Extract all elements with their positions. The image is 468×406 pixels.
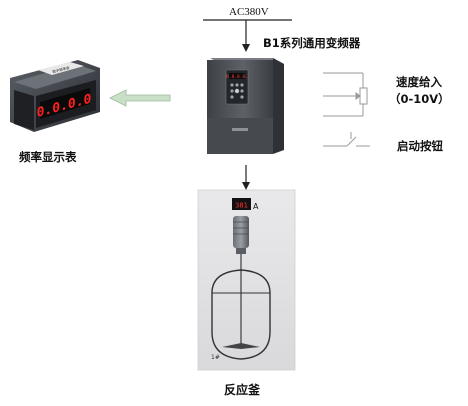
wiper-arrow-icon xyxy=(355,92,361,100)
meter-nameplate xyxy=(38,62,84,75)
ammeter-unit: A xyxy=(253,202,259,211)
start-button-label: 启动按钮 xyxy=(397,139,443,153)
inverter-display xyxy=(229,73,245,79)
keypad-key xyxy=(240,95,244,99)
reactor-label: 反应釜 xyxy=(224,383,261,397)
down-arrow-icon xyxy=(242,44,250,52)
frequency-meter-label: 频率显示表 xyxy=(19,150,77,164)
power-supply-connector xyxy=(203,19,292,52)
motor-icon xyxy=(233,216,249,248)
left-arrow-icon xyxy=(109,89,171,107)
inverter-to-reactor-connector xyxy=(242,165,250,190)
keypad-key xyxy=(230,95,234,99)
impeller-blade xyxy=(241,343,260,349)
meter-nameplate-text: 数字频率表 xyxy=(52,65,71,74)
speed-input-label: 速度给入 xyxy=(396,75,442,89)
inverter-to-meter-arrow xyxy=(109,89,171,107)
reactor-panel: 381 A 1# xyxy=(197,189,296,371)
meter-display-window xyxy=(40,88,90,119)
ammeter-reading: 381 xyxy=(235,202,248,210)
keypad-key xyxy=(235,83,239,87)
keypad-knob xyxy=(234,88,240,94)
tank-number: 1# xyxy=(211,354,220,361)
inverter-display-reading: 8.8.8.8. xyxy=(226,74,248,80)
keypad-key xyxy=(230,83,234,87)
motor-coupling xyxy=(236,248,246,254)
inverter-lower-cover xyxy=(207,118,273,154)
inverter-title: B1系列通用变频器 xyxy=(263,36,361,50)
ammeter-display xyxy=(232,198,251,210)
power-supply-label: AC380V xyxy=(229,6,269,18)
inverter-unit: 8.8.8.8. xyxy=(207,58,284,154)
frequency-meter: 数字频率表 0.0.0.0 xyxy=(10,60,100,132)
down-arrow-icon xyxy=(242,182,250,190)
meter-top xyxy=(14,64,96,89)
keypad-key xyxy=(240,83,244,87)
keypad-key xyxy=(230,89,234,93)
start-button-schematic xyxy=(323,132,370,147)
keypad-key xyxy=(240,89,244,93)
inverter-side xyxy=(273,58,284,154)
inverter-brand-plate xyxy=(232,128,248,131)
switch-blade-icon xyxy=(346,136,357,147)
speed-input-range: （0-10V） xyxy=(389,92,450,106)
speed-input-schematic xyxy=(323,72,368,117)
meter-side xyxy=(14,90,34,130)
impeller-blade xyxy=(222,343,241,349)
reactor-vessel-icon xyxy=(211,269,271,360)
potentiometer-icon xyxy=(359,87,368,105)
